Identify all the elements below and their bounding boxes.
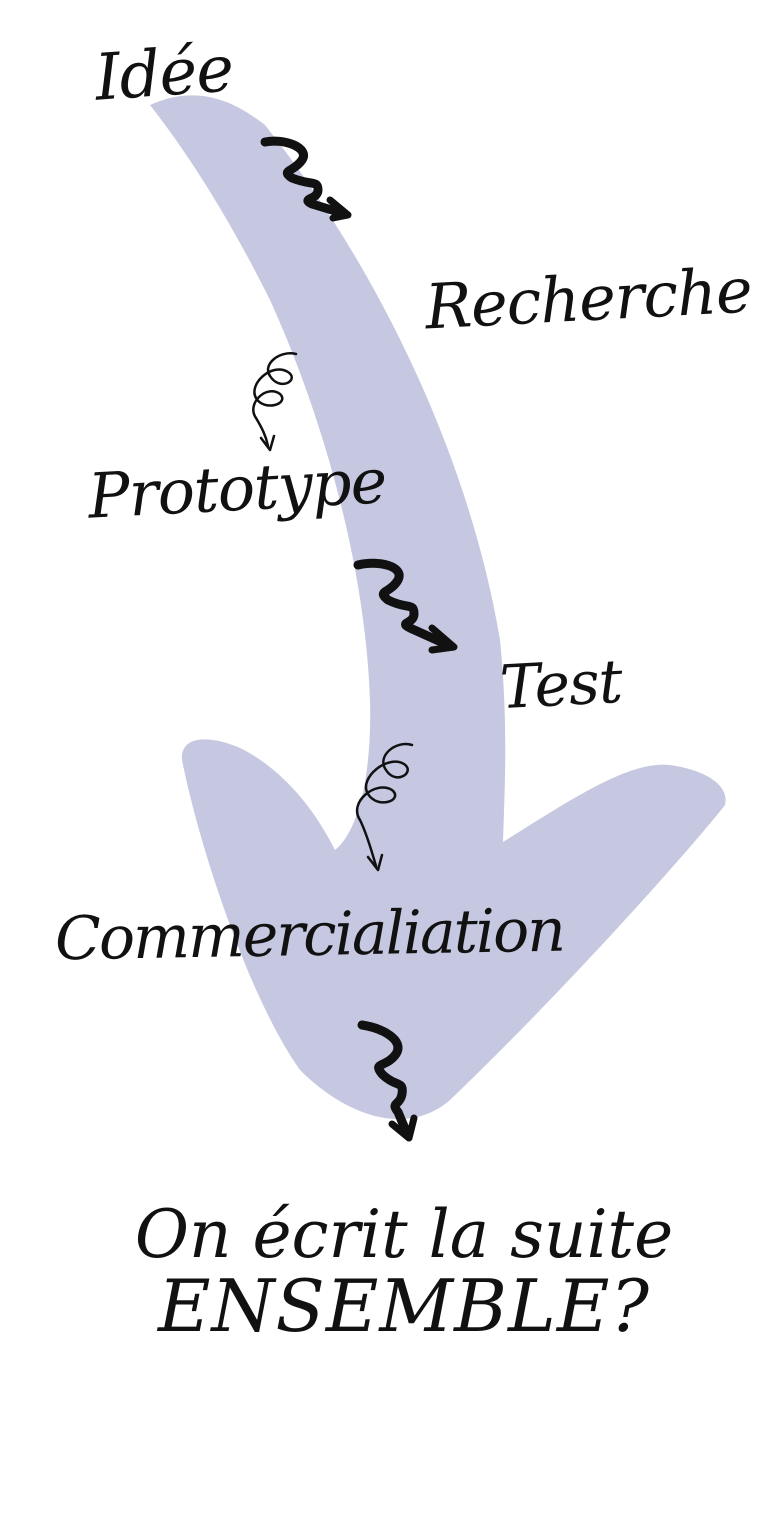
step-label-prototype: Prototype xyxy=(86,444,388,533)
step-label-test: Test xyxy=(498,646,624,724)
step-label-idee: Idée xyxy=(92,32,236,116)
curly-arrow-icon xyxy=(252,352,298,452)
closing-line-1: On écrit la suite xyxy=(134,1196,674,1273)
zigzag-arrow-icon xyxy=(357,1020,418,1142)
zigzag-arrow-icon xyxy=(260,136,352,222)
step-label-recherche: Recherche xyxy=(423,253,754,344)
closing-line-2: ENSEMBLE? xyxy=(157,1264,651,1349)
curly-arrow-icon xyxy=(356,742,414,872)
zigzag-arrow-icon xyxy=(353,558,458,654)
closing-message: On écrit la suite ENSEMBLE? xyxy=(0,1200,768,1345)
step-label-commercialiation: Commercialiation xyxy=(54,895,565,975)
background-arrow-shape xyxy=(150,95,726,1120)
